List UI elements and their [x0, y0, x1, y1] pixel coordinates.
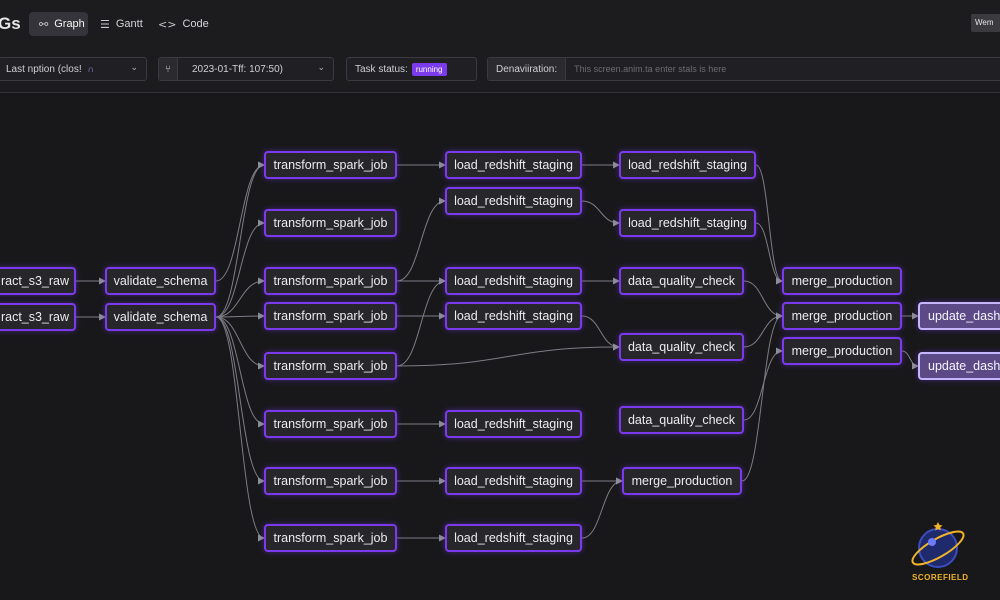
task-node-transform-spark-job[interactable]: transform_spark_job — [264, 209, 397, 237]
task-node-transform-spark-job[interactable]: transform_spark_job — [264, 267, 397, 295]
task-node-transform-spark-job[interactable]: transform_spark_job — [264, 151, 397, 179]
task-node-extract-s3-raw[interactable]: ract_s3_raw — [0, 267, 76, 295]
graph-edge — [215, 161, 265, 282]
tab-graph[interactable]: ⚯ Graph — [29, 12, 88, 36]
graph-icon: ⚯ — [39, 17, 49, 31]
task-node-load-redshift-staging[interactable]: load_redshift_staging — [619, 151, 756, 179]
chevron-down-icon: ⌄ — [130, 63, 138, 73]
task-node-load-redshift-staging[interactable]: load_redshift_staging — [445, 467, 582, 495]
task-node-data-quality-check[interactable]: data_quality_check — [619, 333, 744, 361]
tab-label: Code — [182, 18, 209, 30]
graph-edge — [215, 219, 265, 318]
graph-edge — [215, 316, 265, 370]
graph-edge — [741, 312, 783, 482]
graph-edge — [755, 164, 783, 285]
task-node-load-redshift-staging[interactable]: load_redshift_staging — [445, 410, 582, 438]
task-node-transform-spark-job[interactable]: transform_spark_job — [264, 467, 397, 495]
app-title: Gs — [0, 14, 21, 33]
search-field[interactable]: Denaviiration: This screen.anim.ta enter… — [487, 57, 1000, 81]
graph-edge — [581, 477, 623, 539]
graph-edge — [396, 277, 446, 367]
task-node-update-dash[interactable]: update_dash — [918, 302, 1000, 330]
graph-edge — [215, 277, 265, 318]
watermark-text: SCOREFIELD — [912, 573, 969, 582]
graph-edge — [743, 280, 783, 320]
graph-edge — [755, 222, 783, 285]
task-node-merge-production[interactable]: merge_production — [782, 337, 902, 365]
run-marker-icon: ∩ — [87, 64, 95, 74]
tab-gantt[interactable]: ☰ Gantt — [90, 12, 150, 36]
top-bar: Gs ⚯ Graph ☰ Gantt <> Code Wem — [0, 0, 1000, 48]
scorefield-logo — [911, 522, 965, 568]
toolbar: Last nption (clos! ∩ ⌄ ⑂ 2023-01-Tff: 10… — [0, 48, 1000, 93]
graph-edge — [743, 347, 783, 421]
task-node-update-dash[interactable]: update_dash — [918, 352, 1000, 380]
task-status-label: Task status: — [355, 63, 408, 75]
tab-label: Gantt — [115, 18, 143, 30]
task-node-load-redshift-staging[interactable]: load_redshift_staging — [445, 524, 582, 552]
run-select[interactable]: Last nption (clos! ∩ ⌄ — [0, 57, 147, 81]
task-node-merge-production[interactable]: merge_production — [782, 302, 902, 330]
task-node-transform-spark-job[interactable]: transform_spark_job — [264, 410, 397, 438]
branch-icon: ⑂ — [159, 58, 178, 80]
task-node-merge-production[interactable]: merge_production — [622, 467, 742, 495]
task-node-load-redshift-staging[interactable]: load_redshift_staging — [445, 187, 582, 215]
task-node-data-quality-check[interactable]: data_quality_check — [619, 267, 744, 295]
graph-edges — [76, 161, 919, 542]
tab-code[interactable]: <> Code — [148, 12, 209, 36]
task-node-extract-s3-raw[interactable]: ract_s3_raw — [0, 303, 76, 331]
task-node-validate-schema[interactable]: validate_schema — [105, 267, 216, 295]
chevron-down-icon: ⌄ — [317, 63, 325, 73]
task-node-validate-schema[interactable]: validate_schema — [105, 303, 216, 331]
graph-edge — [215, 316, 265, 428]
graph-edge — [396, 343, 620, 367]
task-node-load-redshift-staging[interactable]: load_redshift_staging — [445, 302, 582, 330]
task-node-load-redshift-staging[interactable]: load_redshift_staging — [445, 267, 582, 295]
graph-edge — [396, 197, 446, 282]
status-badge: running — [411, 62, 447, 76]
run-select-value: Last nption (clos! — [6, 63, 82, 75]
date-select[interactable]: ⑂ 2023-01-Tff: 107:50) ⌄ — [158, 57, 334, 81]
graph-edge — [215, 316, 265, 485]
gantt-icon: ☰ — [100, 17, 110, 31]
dag-graph-canvas: ract_s3_raw ract_s3_raw validate_schema … — [0, 93, 1000, 600]
graph-edge — [901, 350, 919, 370]
task-node-load-redshift-staging[interactable]: load_redshift_staging — [619, 209, 756, 237]
graph-edge — [215, 161, 265, 318]
code-icon: <> — [158, 17, 177, 31]
task-status-filter[interactable]: Task status: running — [346, 57, 477, 81]
task-node-transform-spark-job[interactable]: transform_spark_job — [264, 524, 397, 552]
task-node-data-quality-check[interactable]: data_quality_check — [619, 406, 744, 434]
tab-label: Graph — [54, 18, 85, 30]
task-node-merge-production[interactable]: merge_production — [782, 267, 902, 295]
user-menu-button[interactable]: Wem — [971, 14, 1000, 32]
task-node-transform-spark-job[interactable]: transform_spark_job — [264, 302, 397, 330]
graph-edge — [581, 200, 620, 227]
search-input[interactable]: This screen.anim.ta enter stals is here — [574, 64, 727, 74]
date-select-value: 2023-01-Tff: 107:50) — [192, 63, 283, 75]
graph-edge — [581, 315, 620, 351]
task-node-load-redshift-staging[interactable]: load_redshift_staging — [445, 151, 582, 179]
graph-edge — [215, 316, 265, 542]
task-node-transform-spark-job[interactable]: transform_spark_job — [264, 352, 397, 380]
filter-label: Denaviiration: — [488, 58, 567, 80]
graph-edge — [215, 312, 265, 320]
